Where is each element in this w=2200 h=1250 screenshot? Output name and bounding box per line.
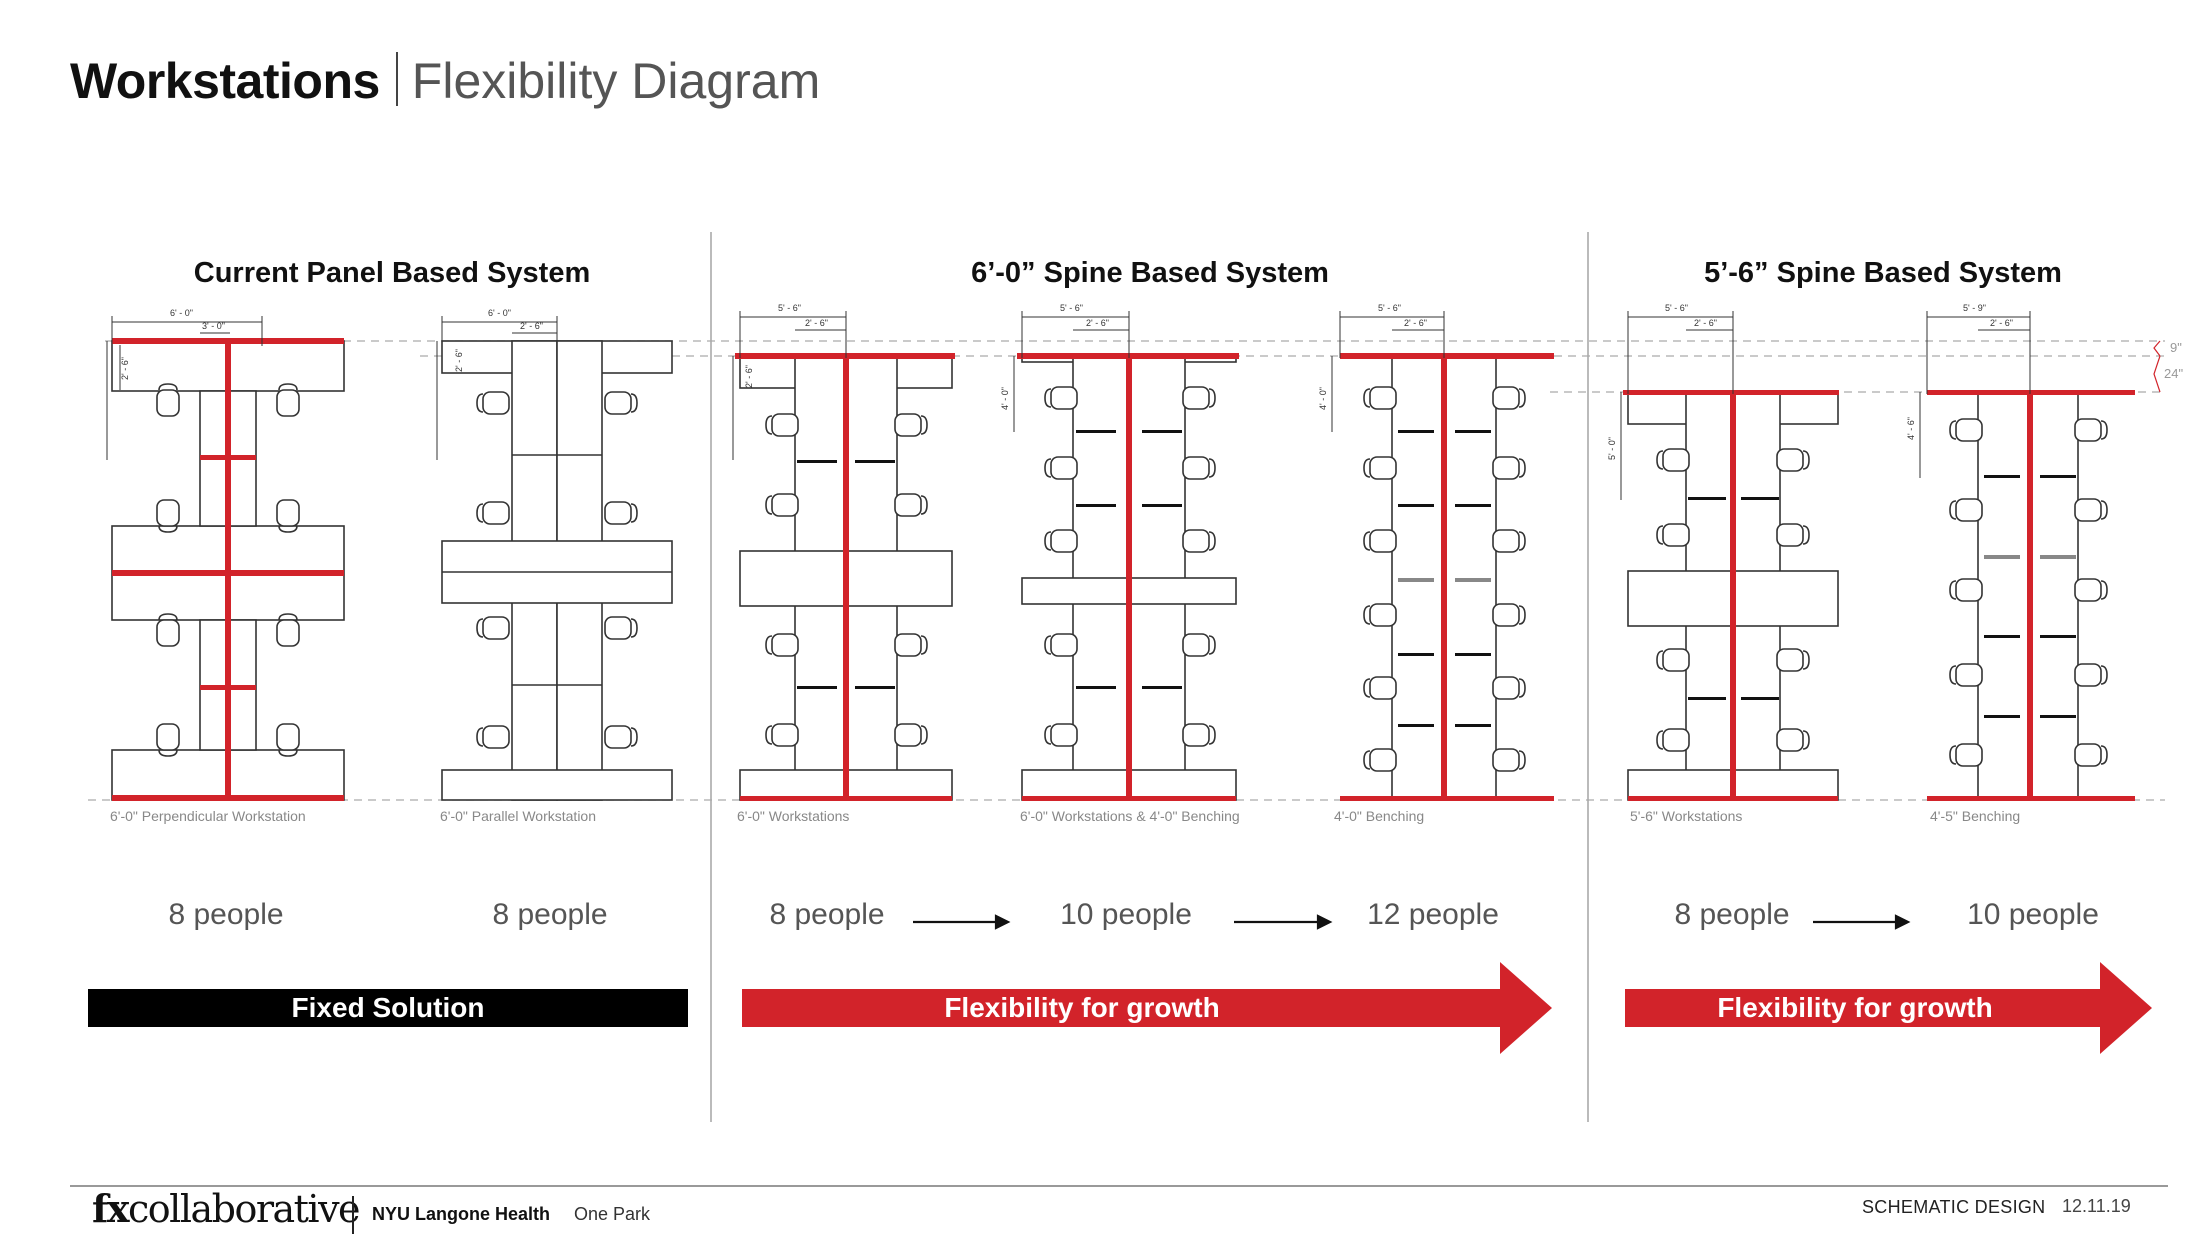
plan-4-5-benching: 5' - 9" 2' - 6" 4' - 6" xyxy=(1906,303,2135,801)
dim-5-6: 5' - 6" xyxy=(778,303,801,313)
page-title-bold: Workstations xyxy=(70,53,380,109)
page-title: Workstations Flexibility Diagram xyxy=(70,52,820,110)
dim-2-6: 2' - 6" xyxy=(1694,318,1717,328)
dim-5-6: 5' - 6" xyxy=(1378,303,1401,313)
section-divider xyxy=(1587,232,1589,1122)
dim-5-6: 5' - 6" xyxy=(1665,303,1688,313)
dim-4-6: 4' - 6" xyxy=(1906,417,1916,440)
people-count: 12 people xyxy=(1367,898,1499,931)
growth-arrow-1 xyxy=(742,962,1552,1054)
client-name: NYU Langone Health xyxy=(372,1204,551,1224)
offset-24in: 24" xyxy=(2164,366,2183,381)
drawing-label: 6'-0" Perpendicular Workstation xyxy=(110,808,306,824)
fixed-solution-banner: Fixed Solution xyxy=(88,989,688,1027)
drawing-label: 6'-0" Parallel Workstation xyxy=(440,808,597,824)
dim-5-0: 5' - 0" xyxy=(1607,437,1617,460)
arrow-icon xyxy=(913,914,1011,930)
page-title-light: Flexibility Diagram xyxy=(411,53,821,109)
plan-4-0-benching: 5' - 6" 2' - 6" 4' - 0" xyxy=(1318,303,1554,801)
system-title-6-0-spine: 6’-0” Spine Based System xyxy=(971,257,1329,289)
dim-2-6-vertical: 2' - 6" xyxy=(744,365,754,388)
project-name: One Park xyxy=(574,1204,651,1224)
plan-perpendicular: 6' - 0" 3' - 0" 2' - 6" xyxy=(106,308,345,801)
arrow-icon xyxy=(1234,914,1333,930)
people-count: 8 people xyxy=(1674,898,1790,931)
dim-4-0: 4' - 0" xyxy=(1000,387,1010,410)
company-logo: fxcollaborative xyxy=(92,1186,361,1231)
dim-2-6: 2' - 6" xyxy=(805,318,828,328)
people-count: 10 people xyxy=(1967,898,2099,931)
document-date: 12.11.19 xyxy=(2062,1196,2131,1216)
dim-2-6: 2' - 6" xyxy=(120,357,130,380)
title-separator xyxy=(395,52,398,106)
growth-banner-label: Flexibility for growth xyxy=(1717,992,1993,1023)
dim-2-6: 2' - 6" xyxy=(520,321,543,331)
growth-banner-label: Flexibility for growth xyxy=(944,992,1220,1023)
dim-5-9: 5' - 9" xyxy=(1963,303,1986,313)
people-count: 8 people xyxy=(769,898,885,931)
plan-parallel: 6' - 0" 2' - 6" 2' - 6" xyxy=(436,308,673,801)
section-divider xyxy=(710,232,712,1122)
dim-2-6: 2' - 6" xyxy=(1404,318,1427,328)
drawing-label: 4'-5" Benching xyxy=(1930,808,2021,824)
people-count: 10 people xyxy=(1060,898,1192,931)
footer-separator xyxy=(352,1196,354,1234)
dim-5-6: 5' - 6" xyxy=(1060,303,1083,313)
drawing-label: 6'-0" Workstations & 4'-0" Benching xyxy=(1020,808,1240,824)
system-title-current: Current Panel Based System xyxy=(193,257,591,289)
arrow-icon xyxy=(1813,914,1911,930)
dim-6-0: 6' - 0" xyxy=(488,308,511,318)
plan-6-0-and-4-0-benching: 5' - 6" 2' - 6" 4' - 0" xyxy=(1000,303,1239,801)
plan-6-0-workstations: 5' - 6" 2' - 6" 2' - 6" xyxy=(732,303,955,801)
design-phase: SCHEMATIC DESIGN xyxy=(1862,1197,2046,1217)
dim-2-6-vertical: 2' - 6" xyxy=(454,349,464,372)
dim-2-6: 2' - 6" xyxy=(1086,318,1109,328)
dim-4-0: 4' - 0" xyxy=(1318,387,1328,410)
growth-arrow-2 xyxy=(1625,962,2152,1054)
people-count: 8 people xyxy=(492,898,608,931)
dim-2-6: 2' - 6" xyxy=(1990,318,2013,328)
offset-9in: 9" xyxy=(2170,340,2182,355)
drawing-label: 4'-0" Benching xyxy=(1334,808,1425,824)
plan-5-6-workstations: 5' - 6" 2' - 6" 5' - 0" xyxy=(1607,303,1839,801)
drawing-label: 5'-6" Workstations xyxy=(1630,808,1743,824)
system-title-5-6-spine: 5’-6” Spine Based System xyxy=(1704,257,2062,289)
people-count: 8 people xyxy=(168,898,284,931)
drawing-label: 6'-0" Workstations xyxy=(737,808,850,824)
footer-rule xyxy=(70,1185,2168,1187)
dim-3-0: 3' - 0" xyxy=(202,321,225,331)
dim-6-0: 6' - 0" xyxy=(170,308,193,318)
